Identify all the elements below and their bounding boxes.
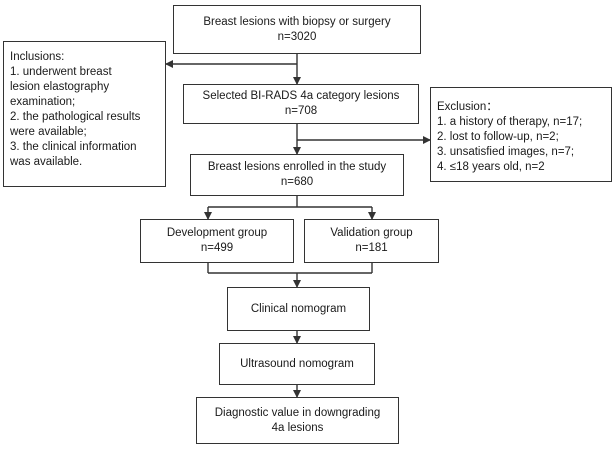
box-validation: Validation group n=181: [304, 219, 439, 263]
box-diagnostic-value: Diagnostic value in downgrading 4a lesio…: [196, 397, 399, 444]
inclusions-line-7: was available.: [10, 156, 83, 168]
selected-title: Selected BI-RADS 4a category lesions: [202, 90, 400, 102]
inclusions-title: Inclusions:: [10, 51, 65, 63]
development-count: n=499: [200, 242, 234, 254]
validation-count: n=181: [355, 242, 388, 254]
total-count: n=3020: [277, 30, 317, 43]
validation-title: Validation group: [330, 227, 413, 239]
enrolled-title: Breast lesions enrolled in the study: [207, 161, 387, 173]
inclusions-line-5: were available;: [10, 126, 87, 138]
box-inclusions: Inclusions: 1. underwent breast lesion e…: [3, 41, 166, 187]
exclusion-line-4: 4. ≤18 years old, n=2: [437, 161, 545, 173]
clinical-title: Clinical nomogram: [250, 302, 347, 315]
inclusions-line-3: examination;: [10, 96, 76, 108]
box-development: Development group n=499: [140, 219, 294, 263]
diagnostic-line-2: 4a lesions: [271, 421, 324, 434]
selected-count: n=708: [284, 105, 318, 117]
inclusions-line-6: 3. the clinical information: [10, 141, 137, 153]
inclusions-line-1: 1. underwent breast: [10, 66, 112, 78]
ultrasound-title: Ultrasound nomogram: [240, 357, 354, 370]
box-total: Breast lesions with biopsy or surgery n=…: [173, 5, 421, 54]
exclusion-line-2: 2. lost to follow-up, n=2;: [437, 131, 559, 143]
box-selected: Selected BI-RADS 4a category lesions n=7…: [183, 84, 419, 124]
exclusion-title: Exclusion：: [437, 101, 498, 113]
inclusions-line-2: lesion elastography: [10, 81, 110, 93]
inclusions-line-4: 2. the pathological results: [10, 111, 141, 123]
total-title: Breast lesions with biopsy or surgery: [203, 15, 391, 28]
diagnostic-line-1: Diagnostic value in downgrading: [214, 406, 381, 419]
enrolled-count: n=680: [280, 176, 314, 188]
development-title: Development group: [166, 227, 268, 239]
box-clinical-nomogram: Clinical nomogram: [227, 287, 370, 331]
box-enrolled: Breast lesions enrolled in the study n=6…: [190, 154, 404, 196]
box-ultrasound-nomogram: Ultrasound nomogram: [219, 343, 375, 385]
exclusion-line-1: 1. a history of therapy, n=17;: [437, 116, 583, 128]
exclusion-line-3: 3. unsatisfied images, n=7;: [437, 146, 575, 158]
box-exclusion: Exclusion： 1. a history of therapy, n=17…: [430, 87, 612, 182]
